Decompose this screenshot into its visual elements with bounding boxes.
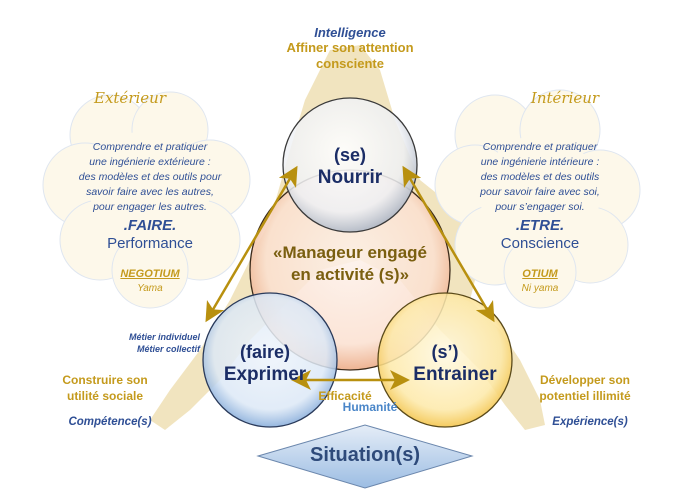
left-cloud-line: pour engager les autres. <box>93 201 207 213</box>
conscience-label: Conscience <box>500 235 580 252</box>
top-circle-line1: (se) <box>333 145 366 165</box>
arrow-top-left <box>205 165 298 323</box>
right-circle-line2: Entrainer <box>413 364 497 385</box>
left-cloud-line: Comprendre et pratiquer <box>92 141 208 153</box>
intelligence-label: Intelligence <box>314 25 386 40</box>
right-cloud-shape <box>434 89 641 309</box>
top-goal-line1: Affiner son attention <box>286 40 414 55</box>
right-cloud-line: des modèles et des outils <box>480 171 600 183</box>
right-cloud-line: Comprendre et pratiquer <box>482 141 598 153</box>
left-circle-line2: Exprimer <box>223 364 307 385</box>
efficacite-label: Efficacité <box>318 389 372 403</box>
left-circle-line1: (faire) <box>239 342 290 362</box>
interieur-heading: Intérieur <box>530 89 600 107</box>
performance-label: Performance <box>107 235 193 252</box>
exterieur-heading: Extérieur <box>94 89 166 107</box>
experiences-label: Expérience(s) <box>552 416 628 428</box>
right-cloud-line: pour savoir faire avec soi, <box>480 186 600 198</box>
right-cloud-line: pour s’engager soi. <box>495 201 585 213</box>
top-goal-line2: consciente <box>316 56 384 71</box>
top-circle-shape <box>282 97 418 233</box>
situation-diamond-shape <box>256 424 474 489</box>
left-goal-line2: utilité sociale <box>66 389 144 403</box>
etre-keyword: .ETRE. <box>515 217 565 234</box>
right-cloud-line: une ingénierie intérieure : <box>480 156 600 168</box>
right-goal-line1: Développer son <box>539 373 631 387</box>
otium-label: OTIUM <box>522 268 558 280</box>
right-circle-line1: (s’) <box>431 342 459 362</box>
arrow-top-right <box>402 165 495 323</box>
metier-individuel-label: Métier individuel <box>128 332 200 342</box>
top-circle-line2: Nourrir <box>317 167 383 188</box>
faire-keyword: .FAIRE. <box>123 217 177 234</box>
right-cloud-description: Comprendre et pratiquer une ingénierie i… <box>450 140 630 215</box>
center-circle-line2: en activité (s)» <box>290 265 410 284</box>
ni-yama-label: Ni yama <box>521 283 559 294</box>
humanite-label: Humanité <box>342 400 398 414</box>
negotium-label: NEGOTIUM <box>120 268 180 280</box>
left-cloud-line: une ingénierie extérieure : <box>89 156 211 168</box>
left-cloud-line: savoir faire avec les autres, <box>86 186 214 198</box>
center-circle-line1: «Manageur engagé <box>273 243 427 262</box>
left-goal-line1: Construire son <box>62 373 148 387</box>
right-goal-line2: potentiel illimité <box>539 389 631 403</box>
metier-collectif-label: Métier collectif <box>136 344 200 354</box>
situation-label: Situation(s) <box>310 444 420 466</box>
competences-label: Compétence(s) <box>68 416 152 428</box>
left-cloud-description: Comprendre et pratiquer une ingénierie e… <box>60 140 240 215</box>
yama-label: Yama <box>137 283 163 294</box>
left-cloud-line: des modèles et des outils pour <box>78 171 222 183</box>
